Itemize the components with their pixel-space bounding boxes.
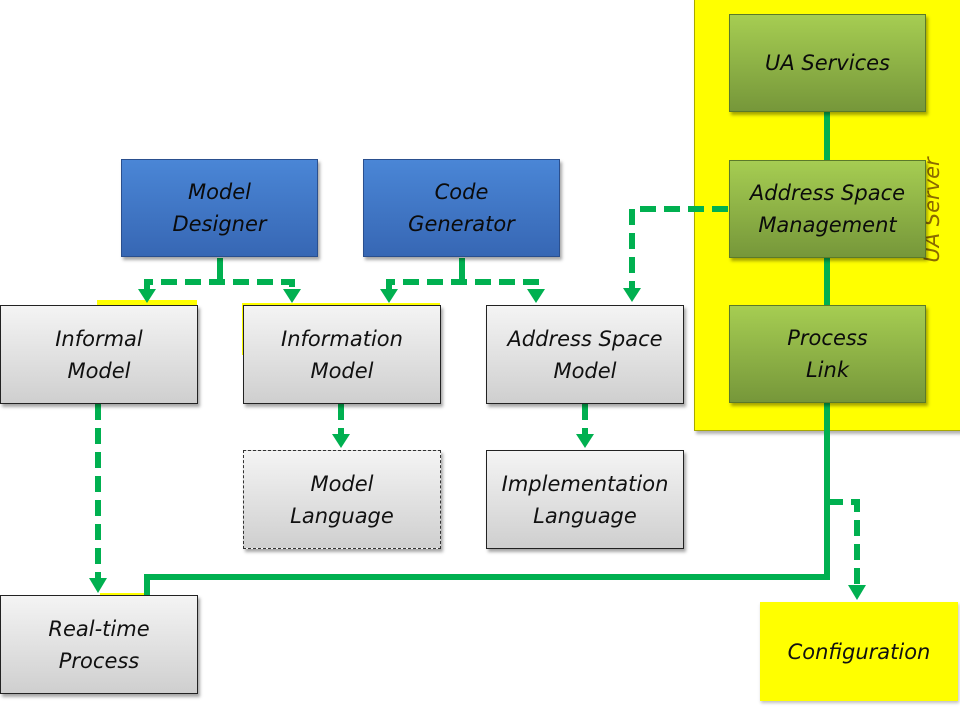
- arrow-head: [848, 585, 866, 600]
- address-space-management-box[interactable]: Address Space Management: [729, 160, 926, 258]
- arrow-head: [576, 434, 594, 448]
- arrow-head: [332, 434, 350, 448]
- arrow-head: [527, 289, 545, 303]
- arrow-head: [380, 289, 398, 303]
- address-space-model-box[interactable]: Address Space Model: [486, 305, 684, 404]
- arrow-head: [89, 578, 107, 593]
- ua-services-box[interactable]: UA Services: [729, 14, 926, 112]
- dash-designer-split: [144, 279, 295, 292]
- dash-generator-split: [386, 279, 539, 292]
- process-link-box[interactable]: Process Link: [729, 305, 926, 403]
- configuration-box[interactable]: Configuration: [760, 602, 958, 701]
- model-designer-box[interactable]: Model Designer: [121, 159, 318, 257]
- dash-processlink-to-config: [827, 499, 860, 588]
- real-time-process-box[interactable]: Real-time Process: [0, 595, 198, 694]
- implementation-language-box[interactable]: Implementation Language: [486, 450, 684, 549]
- arrow-head: [283, 289, 301, 303]
- informal-model-box[interactable]: Informal Model: [0, 305, 198, 404]
- code-generator-box[interactable]: Code Generator: [363, 159, 560, 257]
- model-language-box[interactable]: Model Language: [243, 450, 441, 549]
- information-model-box[interactable]: Information Model: [243, 305, 441, 404]
- arrow-head: [623, 288, 641, 302]
